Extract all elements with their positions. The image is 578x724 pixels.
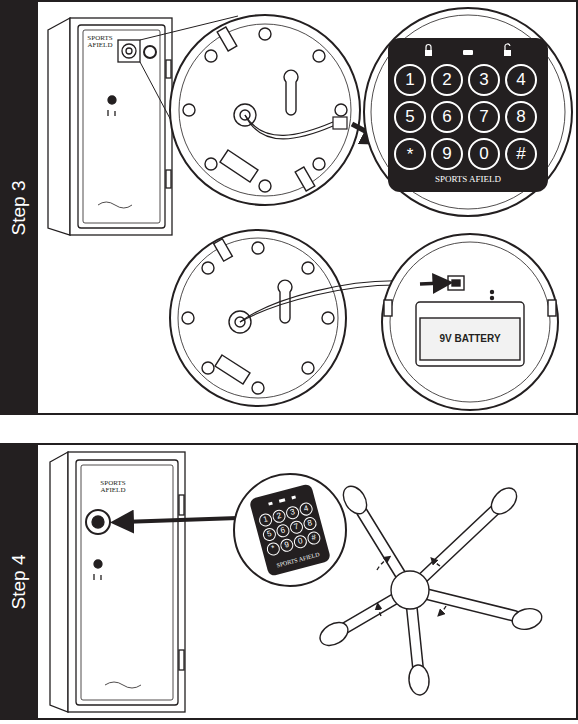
mounting-plate — [170, 15, 360, 205]
key-label: 6 — [442, 108, 451, 126]
key-label: 9 — [442, 145, 451, 163]
key-label: 8 — [516, 108, 525, 126]
safe — [50, 452, 185, 712]
step-label: Step 4 — [8, 555, 30, 610]
key-label: 7 — [479, 108, 488, 126]
panel-frame — [1, 1, 577, 414]
step-label: Step 3 — [8, 180, 30, 235]
arrow — [420, 283, 443, 284]
key-label: 1 — [405, 71, 414, 89]
key-label: 5 — [405, 108, 414, 126]
keypad — [364, 8, 572, 216]
brand-logo: SPORTS AFIELD — [98, 480, 128, 495]
battery-label: 9V BATTERY — [439, 334, 500, 345]
arrow — [122, 518, 238, 522]
safe — [48, 18, 172, 235]
battery-compartment — [382, 234, 558, 410]
key-label: * — [407, 146, 414, 164]
key-label: # — [516, 145, 525, 163]
key-label: 4 — [516, 71, 525, 89]
step-bar: Step 4 — [0, 444, 38, 720]
key-label: 3 — [479, 71, 488, 89]
key-label: 2 — [442, 71, 451, 89]
spoke-handle — [316, 482, 544, 696]
key-label: 0 — [479, 145, 488, 163]
brand-logo: SPORTS AFIELD — [85, 35, 115, 50]
keypad — [234, 474, 346, 586]
panel-frame — [1, 444, 577, 719]
step-bar: Step 3 — [0, 0, 38, 415]
brand-logo: SPORTS AFIELD — [435, 175, 501, 184]
